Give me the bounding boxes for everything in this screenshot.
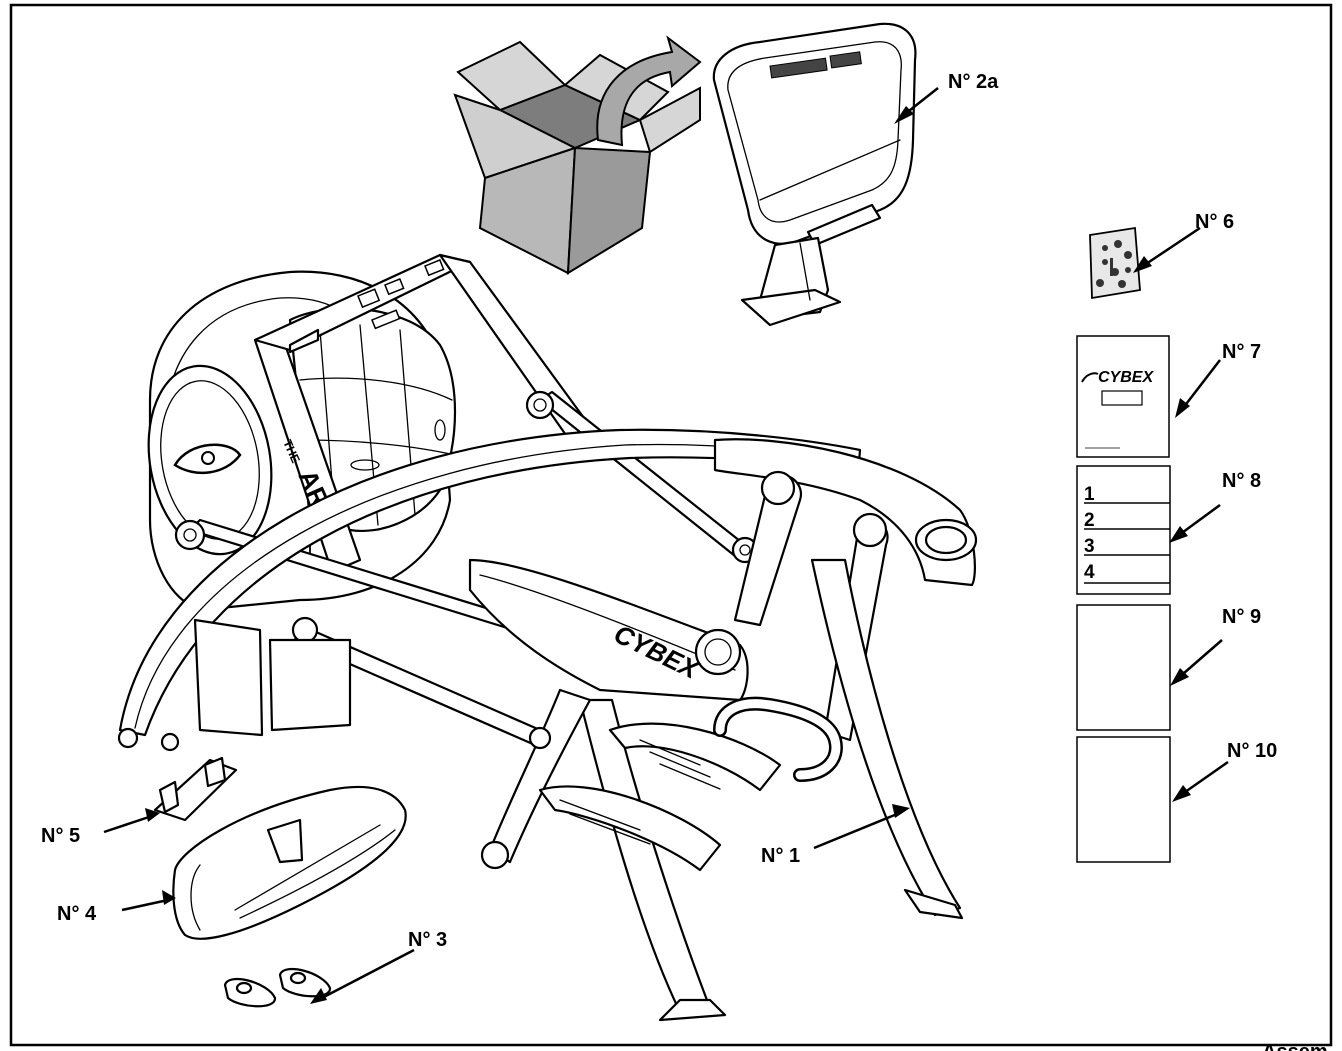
- label-part-1: N° 1: [761, 845, 800, 867]
- console-assembly: [712, 22, 917, 327]
- label-part-8: N° 8: [1222, 470, 1261, 492]
- owner-manual: CYBEX: [1076, 335, 1170, 458]
- box-flap-right: [638, 86, 701, 154]
- front-shroud: [172, 785, 407, 940]
- sections-booklet: 1 2 3 4: [1076, 465, 1171, 595]
- leg-covers: [223, 967, 332, 1008]
- label-part-7: N° 7: [1222, 341, 1261, 363]
- document-10: [1076, 736, 1171, 863]
- shipping-box: [453, 40, 701, 275]
- label-part-3: N° 3: [408, 929, 447, 951]
- section-number: 4: [1084, 562, 1095, 583]
- footer-cut-text: Assem: [1262, 1041, 1328, 1051]
- unpack-arrow-icon: [596, 35, 702, 147]
- document-9: [1076, 604, 1171, 731]
- label-part-6: N° 6: [1195, 211, 1234, 233]
- diagram-frame: [9, 3, 1333, 1047]
- label-part-4: N° 4: [57, 903, 97, 925]
- section-number: 3: [1084, 536, 1095, 557]
- manual-brand-logo: CYBEX: [1098, 369, 1154, 386]
- section-number: 1: [1084, 484, 1095, 505]
- box-flap-left: [456, 40, 567, 112]
- label-part-9: N° 9: [1222, 606, 1261, 628]
- hardware-bag: [1089, 226, 1141, 300]
- arc-trainer-machine: THE ARC CYBEX: [117, 253, 978, 1022]
- callout-arrows: [103, 87, 1229, 1004]
- label-part-5: N° 5: [41, 825, 80, 847]
- label-part-10: N° 10: [1227, 740, 1277, 762]
- label-part-2a: N° 2a: [948, 71, 999, 93]
- clip-part: [153, 756, 238, 822]
- section-number: 2: [1084, 510, 1095, 531]
- box-side: [566, 146, 652, 275]
